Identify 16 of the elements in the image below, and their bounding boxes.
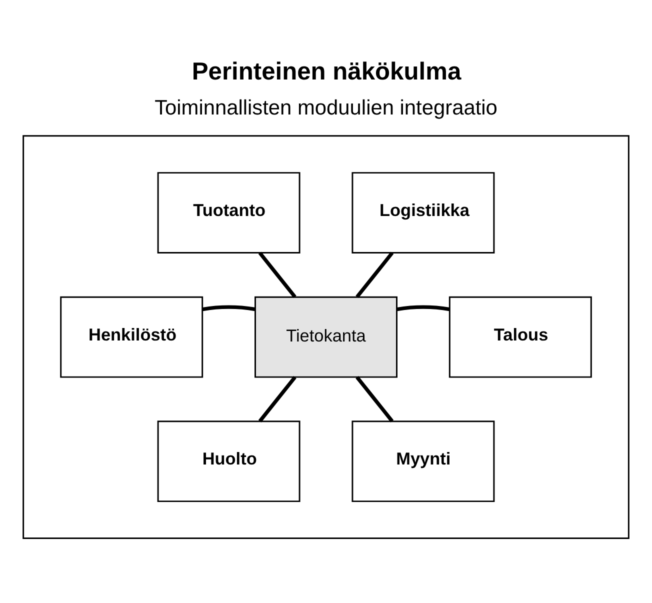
node-box: Tietokanta	[254, 296, 398, 378]
connector	[396, 304, 450, 311]
node-box: Myynti	[352, 420, 495, 502]
connector	[202, 304, 256, 311]
node-box: Huolto	[157, 420, 300, 502]
node-box: Tuotanto	[157, 172, 300, 254]
node-box: Talous	[448, 296, 592, 378]
label: Toiminnallisten moduulien integraatio	[154, 96, 498, 119]
connector	[356, 251, 394, 298]
connector	[258, 376, 296, 422]
connector	[258, 251, 296, 298]
connector	[356, 376, 394, 422]
node-box: Logistiikka	[352, 172, 495, 254]
node-box: Henkilöstö	[60, 296, 204, 378]
diagram-title: Perinteinen näkökulma	[192, 58, 462, 85]
cluster	[22, 134, 630, 538]
